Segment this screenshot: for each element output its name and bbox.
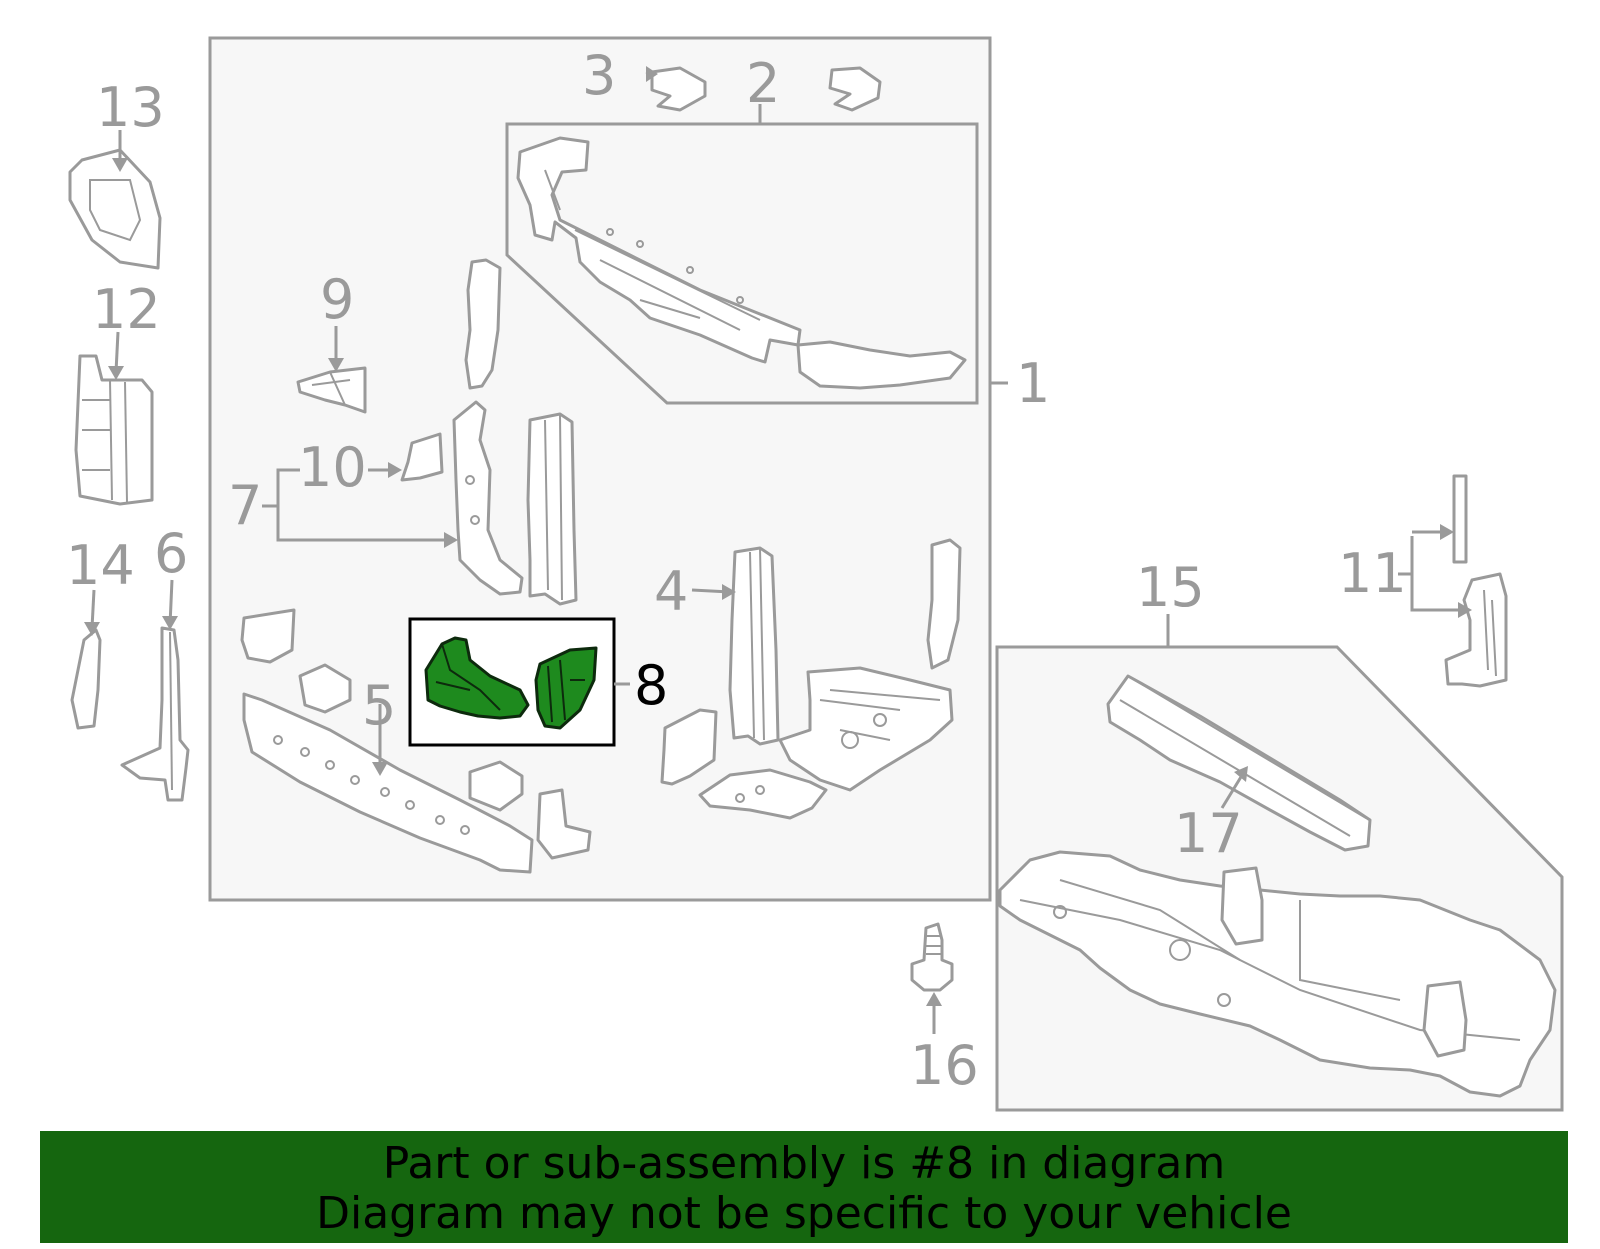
part-2-radiator-support-upper[interactable] bbox=[516, 66, 967, 390]
callout-12: 12 bbox=[92, 278, 161, 341]
callout-7: 7 bbox=[228, 474, 262, 537]
footer-banner: Part or sub-assembly is #8 in diagram Di… bbox=[40, 1131, 1568, 1243]
callout-13: 13 bbox=[96, 76, 165, 139]
callout-2: 2 bbox=[746, 52, 780, 115]
part-6[interactable] bbox=[120, 626, 190, 802]
footer-line-1: Part or sub-assembly is #8 in diagram bbox=[382, 1138, 1226, 1189]
part-4[interactable] bbox=[728, 538, 962, 746]
callout-15: 15 bbox=[1136, 556, 1205, 619]
callout-4: 4 bbox=[654, 560, 688, 623]
callout-16: 16 bbox=[910, 1034, 979, 1097]
callout-17: 17 bbox=[1174, 802, 1243, 865]
callout-9: 9 bbox=[320, 268, 354, 331]
callout-1: 1 bbox=[1016, 352, 1050, 415]
part-17-crossmember[interactable] bbox=[1106, 674, 1372, 852]
group-box-2 bbox=[505, 122, 979, 405]
arrowheads bbox=[84, 66, 1472, 1006]
part-5-lower-support[interactable] bbox=[240, 608, 592, 874]
part-11[interactable] bbox=[1444, 474, 1508, 688]
callout-3: 3 bbox=[582, 44, 616, 107]
part-14[interactable] bbox=[70, 628, 102, 730]
part-12[interactable] bbox=[74, 354, 154, 506]
callout-14: 14 bbox=[66, 534, 135, 597]
callout-5: 5 bbox=[362, 674, 396, 737]
part-8-brackets-highlighted[interactable] bbox=[424, 636, 598, 730]
callout-6: 6 bbox=[154, 522, 188, 585]
part-16-clip[interactable] bbox=[910, 922, 954, 992]
callout-8: 8 bbox=[634, 654, 668, 717]
callout-11: 11 bbox=[1338, 542, 1407, 605]
callout-10: 10 bbox=[298, 436, 367, 499]
footer-line-2: Diagram may not be specific to your vehi… bbox=[316, 1188, 1292, 1239]
part-7-side-support[interactable] bbox=[452, 258, 578, 606]
part-15-under-cover[interactable] bbox=[998, 850, 1557, 1098]
part-lower-bracket-right[interactable] bbox=[660, 666, 954, 820]
part-13[interactable] bbox=[68, 148, 162, 270]
callout-labels: 1 2 3 4 5 6 7 8 9 10 11 12 13 14 15 16 1… bbox=[66, 44, 1407, 1097]
part-10[interactable] bbox=[400, 432, 444, 482]
